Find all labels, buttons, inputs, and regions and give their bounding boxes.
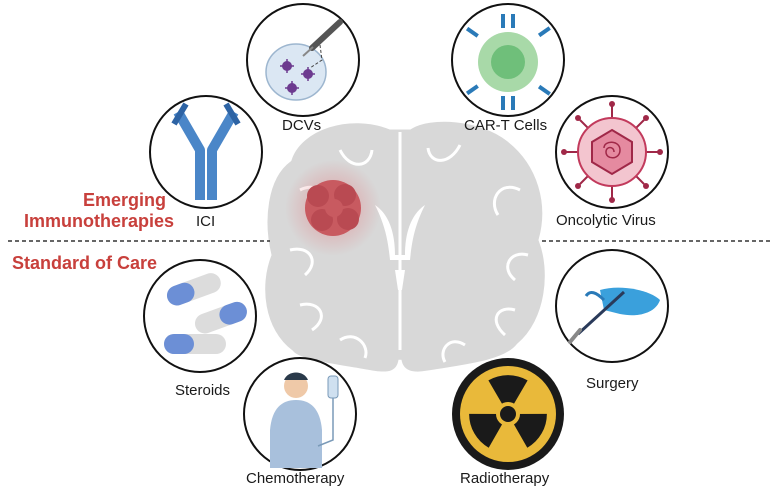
- standard-of-care-heading: Standard of Care: [12, 253, 158, 273]
- label-radiotherapy: Radiotherapy: [460, 470, 550, 487]
- emerging-line1: Emerging: [82, 190, 166, 210]
- label-chemotherapy: Chemotherapy: [246, 470, 345, 487]
- label-oncolytic-virus: Oncolytic Virus: [556, 212, 656, 229]
- steroids-icon: [143, 259, 257, 373]
- label-ici: ICI: [196, 213, 216, 230]
- tumor: [285, 160, 381, 256]
- surgery-icon: [555, 249, 669, 363]
- chemotherapy-icon: [243, 357, 357, 471]
- emerging-immunotherapies-heading: Emerging Immunotherapies: [24, 190, 175, 232]
- dcvs-icon: [246, 3, 360, 117]
- radiotherapy-icon: [452, 358, 564, 470]
- emerging-line2: Immunotherapies: [24, 211, 175, 231]
- label-surgery: Surgery: [586, 375, 639, 392]
- car-t-cells-icon: [451, 3, 565, 117]
- label-steroids: Steroids: [175, 382, 231, 399]
- label-car-t: CAR-T Cells: [464, 117, 548, 134]
- ici-icon: [149, 95, 263, 209]
- oncolytic-virus-icon: [555, 95, 669, 209]
- label-dcvs: DCVs: [282, 117, 322, 134]
